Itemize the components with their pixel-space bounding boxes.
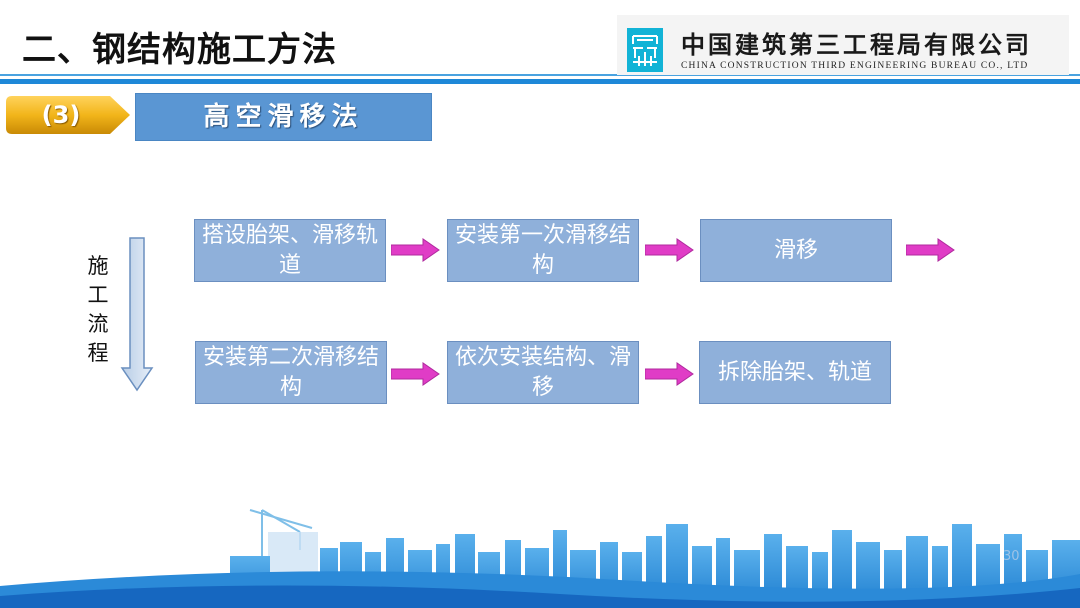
right-arrow-icon	[645, 238, 694, 262]
section-number-badge: (3)	[6, 96, 132, 134]
flow-step-3: 滑移	[700, 219, 892, 282]
company-logo: 中国建筑第三工程局有限公司 CHINA CONSTRUCTION THIRD E…	[617, 15, 1069, 75]
flow-step-4: 安装第二次滑移结构	[195, 341, 387, 404]
header-divider-thin	[0, 74, 1080, 76]
page-title: 二、钢结构施工方法	[22, 30, 337, 70]
city-skyline-decoration	[0, 509, 1080, 608]
down-arrow-icon	[120, 237, 154, 392]
section-number: (3)	[41, 101, 81, 129]
header-divider	[0, 79, 1080, 84]
section-title: 高空滑移法	[135, 93, 432, 141]
badge-arrow-shape	[6, 96, 130, 134]
page-number: 30	[1003, 549, 1020, 564]
flow-side-label: 施工流程	[87, 254, 109, 365]
right-arrow-icon	[391, 238, 440, 262]
company-emblem-icon	[627, 28, 663, 72]
right-arrow-icon	[906, 238, 955, 262]
flow-step-6: 拆除胎架、轨道	[699, 341, 891, 404]
flow-step-1: 搭设胎架、滑移轨道	[194, 219, 386, 282]
right-arrow-icon	[645, 362, 694, 386]
company-name-cn: 中国建筑第三工程局有限公司	[681, 30, 1032, 59]
flow-step-2: 安装第一次滑移结构	[447, 219, 639, 282]
flow-step-5: 依次安装结构、滑移	[447, 341, 639, 404]
right-arrow-icon	[391, 362, 440, 386]
company-name-en: CHINA CONSTRUCTION THIRD ENGINEERING BUR…	[681, 61, 1029, 71]
